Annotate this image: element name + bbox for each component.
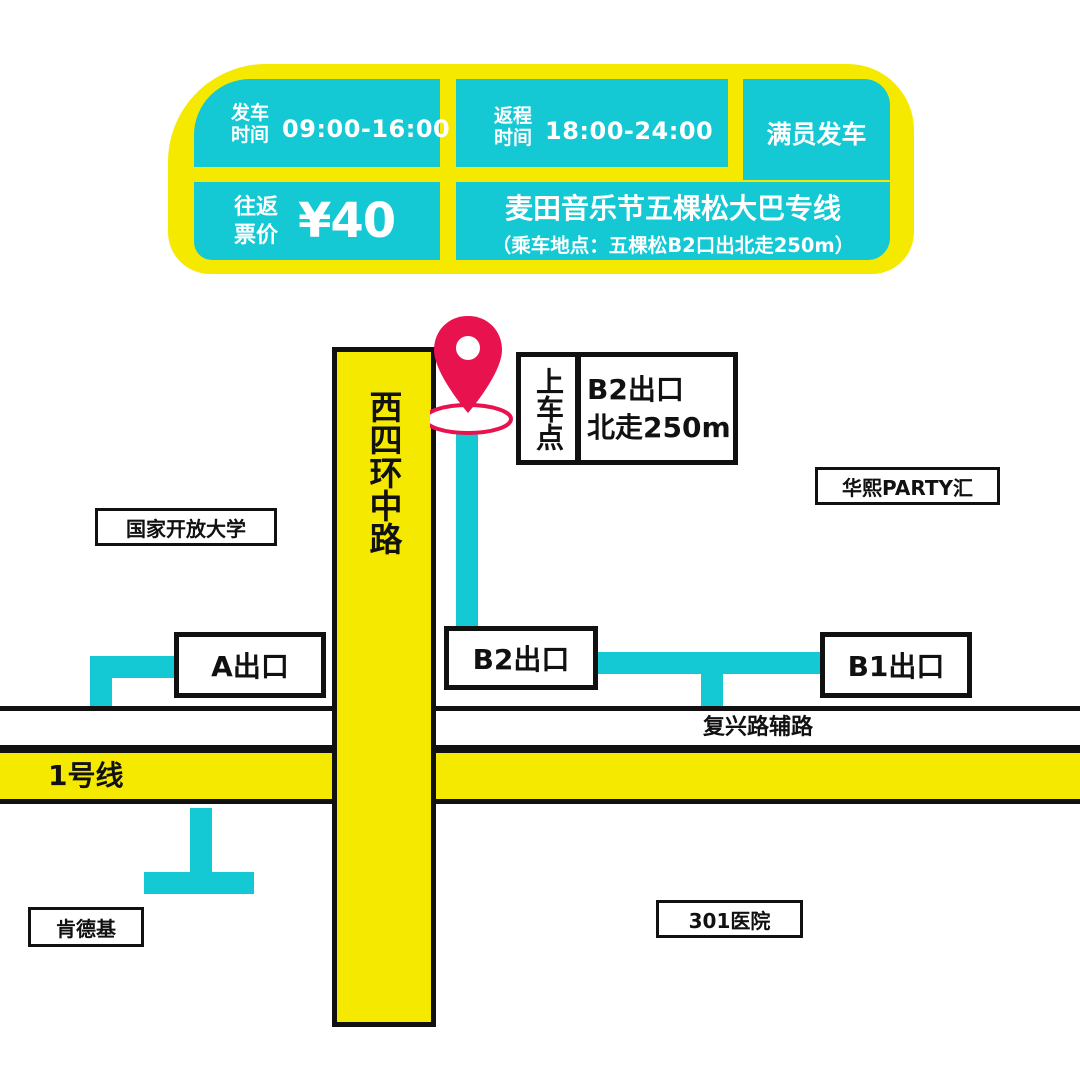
path-a-vertical bbox=[90, 656, 112, 708]
pickup-desc-line2: 北走250m bbox=[587, 410, 731, 444]
path-pickup-vertical bbox=[456, 418, 478, 632]
main-road bbox=[332, 347, 436, 1027]
path-b-junction bbox=[701, 674, 723, 708]
price-cell: 往返票价 ¥40 bbox=[194, 182, 440, 260]
departure-time-cell: 发车时间 09:00-16:00 bbox=[194, 79, 450, 167]
landmark-party: 华熙PARTY汇 bbox=[815, 467, 1000, 505]
pickup-desc-box: B2出口 北走250m bbox=[576, 352, 738, 465]
path-a-horizontal bbox=[90, 656, 180, 678]
metro-line-label: 1号线 bbox=[48, 759, 124, 792]
route-cell: 麦田音乐节五棵松大巴专线 （乘车地点：五棵松B2口出北走250m） bbox=[456, 182, 890, 260]
return-time: 18:00-24:00 bbox=[545, 117, 714, 145]
location-pin-icon bbox=[430, 316, 513, 435]
exit-a: A出口 bbox=[174, 632, 326, 698]
departure-time: 09:00-16:00 bbox=[282, 115, 451, 143]
return-label: 返程时间 bbox=[493, 105, 532, 149]
return-time-cell: 返程时间 18:00-24:00 bbox=[456, 79, 728, 167]
landmark-kfc: 肯德基 bbox=[28, 907, 144, 947]
full-departure-text: 满员发车 bbox=[766, 120, 867, 149]
pickup-desc-line1: B2出口 bbox=[587, 372, 684, 406]
pickup-label: 上车点 bbox=[532, 366, 565, 451]
exit-b2: B2出口 bbox=[444, 626, 598, 690]
path-b2-to-b1 bbox=[596, 652, 826, 674]
full-departure-cell: 满员发车 bbox=[743, 79, 890, 180]
price-value: ¥40 bbox=[298, 193, 396, 249]
landmark-hospital: 301医院 bbox=[656, 900, 803, 938]
departure-label: 发车时间 bbox=[230, 102, 269, 146]
exit-b1: B1出口 bbox=[820, 632, 972, 698]
route-subtitle: （乘车地点：五棵松B2口出北走250m） bbox=[491, 234, 855, 257]
path-kfc-vertical bbox=[190, 808, 212, 872]
price-label: 往返票价 bbox=[233, 195, 278, 248]
pickup-label-box: 上车点 bbox=[516, 352, 580, 465]
main-road-label: 西四环中路 bbox=[364, 390, 403, 555]
path-kfc-horizontal bbox=[144, 872, 254, 894]
route-title: 麦田音乐节五棵松大巴专线 bbox=[504, 192, 841, 225]
side-road bbox=[0, 706, 1080, 750]
landmark-university: 国家开放大学 bbox=[95, 508, 277, 546]
metro-line-1 bbox=[0, 748, 1080, 804]
side-road-label: 复兴路辅路 bbox=[702, 715, 813, 740]
